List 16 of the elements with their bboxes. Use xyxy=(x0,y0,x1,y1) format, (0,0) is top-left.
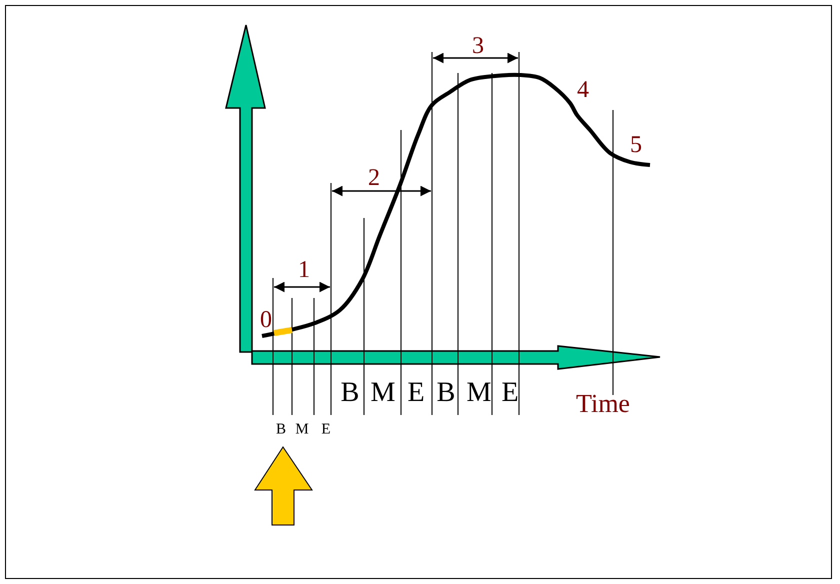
phase-number: 5 xyxy=(630,133,642,157)
stage-letter: B xyxy=(276,422,286,438)
stage-letter: E xyxy=(321,422,331,438)
phase-number: 1 xyxy=(298,258,310,282)
phase-number: 3 xyxy=(472,34,484,58)
stage-letter: E xyxy=(407,379,425,407)
stage-letter: B xyxy=(436,379,456,407)
phase-number: 0 xyxy=(260,308,272,332)
stage-letter: E xyxy=(501,379,519,407)
phase-number: 4 xyxy=(577,78,589,102)
stage-letter: B xyxy=(340,379,360,407)
axis-label: Time xyxy=(576,391,630,417)
stage-letter: M xyxy=(295,422,309,438)
stage-letter: M xyxy=(466,379,492,407)
stage-letter: M xyxy=(370,379,396,407)
phase-number: 2 xyxy=(368,166,380,190)
